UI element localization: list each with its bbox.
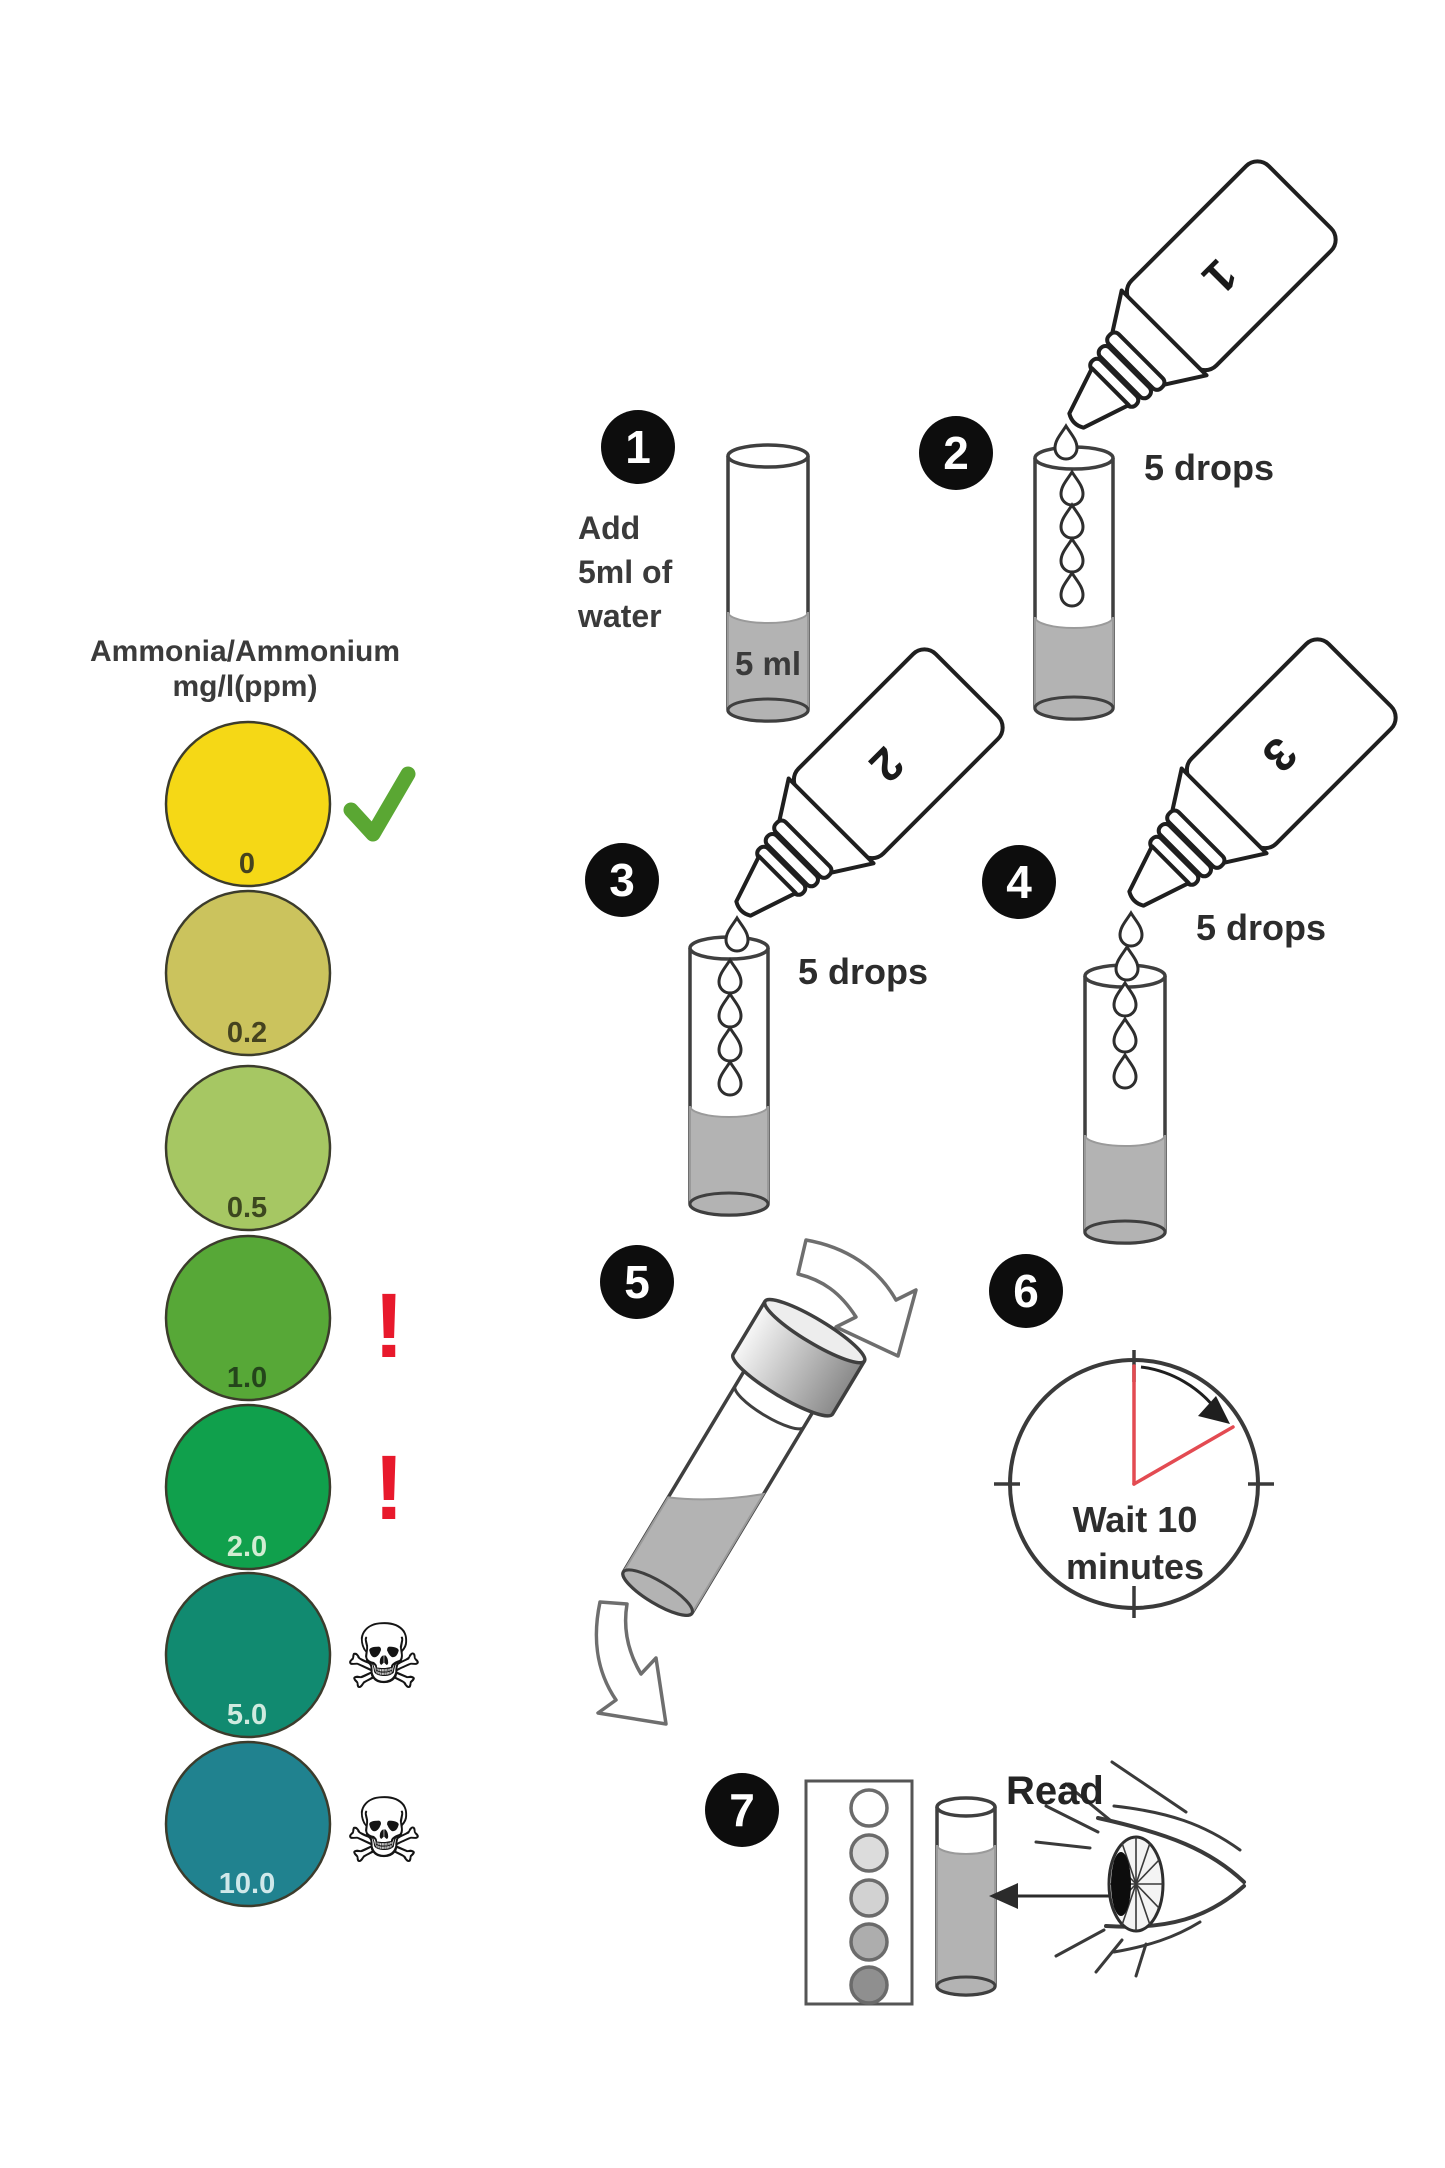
wait-line1: Wait 10 — [1072, 1499, 1198, 1540]
read-arrow — [989, 1883, 1114, 1909]
scale-circle-2.0 — [164, 1403, 332, 1571]
scale-value: 2.0 — [227, 1531, 267, 1563]
clock-icon — [994, 1350, 1274, 1618]
scale-value: 1.0 — [227, 1362, 267, 1394]
card-swatch — [849, 1965, 889, 2005]
shake-arrow-top — [796, 1238, 918, 1358]
scale-circle-0.2 — [164, 889, 332, 1057]
drops-count-label: 5 drops — [798, 951, 929, 992]
tube-cap — [730, 1300, 866, 1418]
step-7-badge: 7 — [705, 1773, 779, 1847]
step-4-badge: 4 — [982, 845, 1056, 919]
card-swatch — [849, 1922, 889, 1962]
read-instruction: Read — [1006, 1769, 1104, 1813]
skull-icon: ☠ — [344, 1779, 425, 1884]
step-1-badge: 1 — [601, 410, 675, 484]
scale-value: 0.2 — [227, 1017, 267, 1049]
hour-hand — [1132, 1425, 1235, 1486]
step-1-instruction: Add 5ml of water — [578, 506, 672, 638]
test-tube-step7 — [935, 1796, 997, 1997]
instruction-line: 5ml of — [578, 554, 673, 590]
wait-instruction: Wait 10 minutes — [1029, 1496, 1241, 1590]
step-6-badge: 6 — [989, 1254, 1063, 1328]
tube-volume-label: 5 ml — [734, 645, 802, 682]
scale-circle-0 — [164, 720, 332, 888]
scale-value: 10.0 — [219, 1868, 275, 1900]
exclamation-icon: ! — [374, 1437, 405, 1539]
scale-circle-1.0 — [164, 1234, 332, 1402]
card-swatch — [849, 1878, 889, 1918]
wait-line2: minutes — [1065, 1546, 1205, 1587]
dropper-bottle-3 — [1092, 633, 1402, 943]
legend-title: Ammonia/Ammonium mg/l(ppm) — [35, 634, 455, 704]
arc-arrowhead — [1198, 1396, 1230, 1424]
color-scale: 0 0.2 0.5 1.0 2.0 5.0 10.0 ! ! ☠ ☠ — [164, 720, 425, 1908]
scale-circle-10.0 — [164, 1740, 332, 1908]
scale-value: 5.0 — [227, 1699, 267, 1731]
step-3-badge: 3 — [585, 843, 659, 917]
scale-value: 0 — [239, 848, 255, 880]
check-icon — [343, 766, 416, 842]
drops-count-label: 5 drops — [1144, 447, 1275, 488]
instruction-line: Add — [578, 510, 641, 546]
card-swatch — [849, 1833, 889, 1873]
test-tube-step1 — [726, 443, 810, 723]
test-tube-step4 — [1083, 963, 1167, 1245]
scale-value: 0.5 — [227, 1192, 267, 1224]
dropper-bottle-1 — [1032, 155, 1342, 465]
skull-icon: ☠ — [344, 1605, 425, 1710]
step-2-badge: 2 — [919, 416, 993, 490]
pupil — [1111, 1852, 1131, 1916]
scale-circle-5.0 — [164, 1571, 332, 1739]
eye-icon — [1034, 1760, 1246, 1978]
test-tube-step3 — [688, 935, 770, 1217]
instruction-line: water — [578, 598, 662, 634]
exclamation-icon: ! — [374, 1275, 405, 1377]
legend-title-line2: mg/l(ppm) — [172, 670, 318, 703]
legend-title-line1: Ammonia/Ammonium — [89, 635, 401, 668]
step-5-badge: 5 — [600, 1245, 674, 1319]
scale-circle-0.5 — [164, 1064, 332, 1232]
shake-arrow-bottom — [594, 1600, 668, 1726]
card-swatch — [849, 1788, 889, 1828]
capped-tube — [621, 1297, 867, 1617]
color-card — [804, 1779, 914, 2006]
drops-count-label: 5 drops — [1196, 907, 1327, 948]
